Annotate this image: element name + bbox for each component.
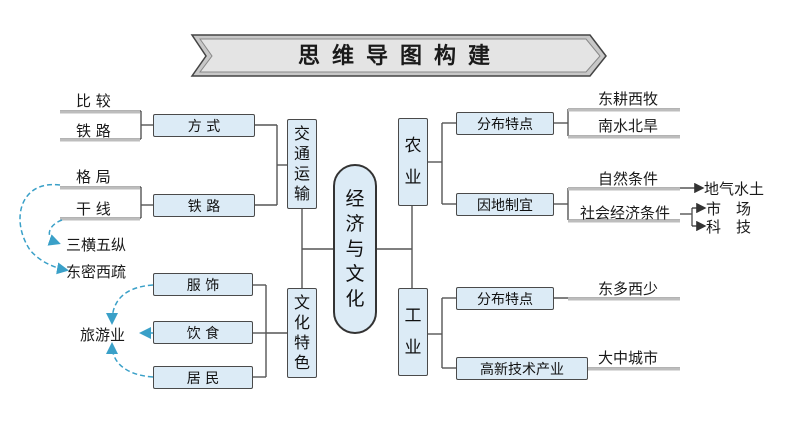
agri-local-node: 因地制宜 [456, 193, 554, 216]
hightech-node: 高新技术产业 [456, 357, 588, 380]
leaf-natural: 自然条件 [598, 170, 659, 188]
page-title: 思维导图构建 [297, 44, 502, 69]
tourism-label: 旅游业 [80, 326, 126, 344]
fangshi-node: 方 式 [153, 114, 255, 137]
transport-node: 交 通 运 输 [287, 119, 317, 209]
outcome-three-five: 三横五纵 [66, 236, 127, 254]
result-natural: 地气水土 [704, 180, 765, 198]
agriculture-node: 农 业 [398, 118, 428, 206]
industry-node: 工 业 [398, 288, 428, 376]
jumin-node: 居 民 [153, 366, 253, 389]
agri-distribution-node: 分布特点 [456, 112, 554, 135]
leaf-east-farm: 东耕西牧 [598, 90, 659, 108]
leaf-south-water: 南水北旱 [598, 117, 659, 135]
leaf-trunk-line: 干 线 [76, 200, 111, 218]
leaf-railway: 铁 路 [76, 122, 111, 140]
leaf-social: 社会经济条件 [580, 204, 671, 222]
center-node: 经 济 与 文 化 [333, 164, 377, 334]
fushi-node: 服 饰 [153, 273, 253, 296]
ind-distribution-node: 分布特点 [456, 287, 554, 310]
result-market: 市 场 [706, 200, 752, 218]
leaf-east-more: 东多西少 [598, 280, 659, 298]
culture-node: 文 化 特 色 [287, 288, 317, 378]
leaf-big-city: 大中城市 [598, 349, 659, 367]
leaf-pattern: 格 局 [76, 168, 111, 186]
title-banner [190, 34, 607, 77]
yinshi-node: 饮 食 [153, 321, 253, 344]
leaf-compare: 比 较 [76, 92, 111, 110]
tielu-node: 铁 路 [153, 194, 255, 217]
outcome-east-dense: 东密西疏 [66, 263, 127, 281]
result-tech: 科 技 [706, 218, 752, 236]
